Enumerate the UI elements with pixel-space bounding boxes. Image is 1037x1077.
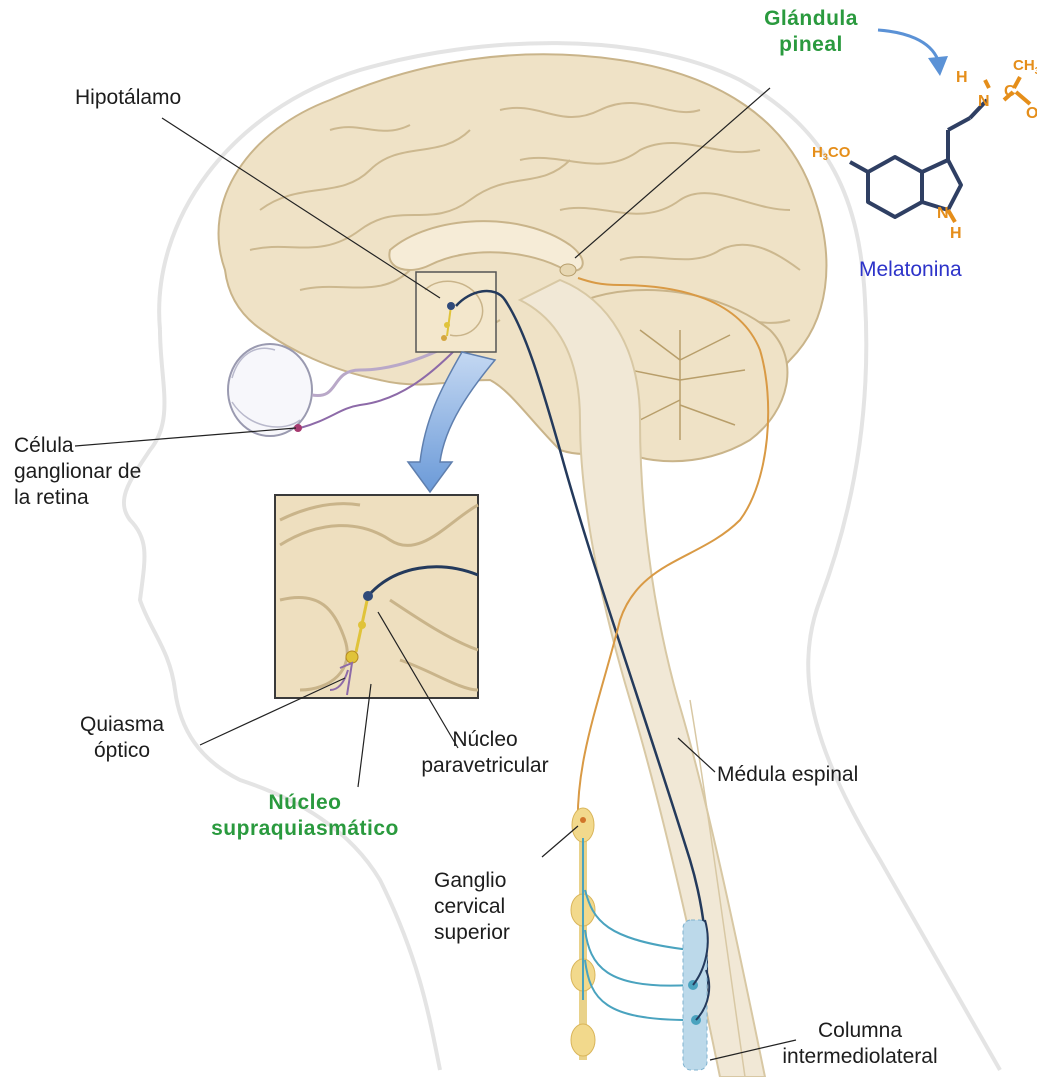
label-celula-line3: la retina [14,485,141,511]
atom-n-ring: N [937,205,949,222]
label-quiasma-line1: Quiasma [80,712,164,738]
label-melatonina: Melatonina [859,257,962,283]
melatonin-atoms: H N C CH3 O H3CO N H [812,57,1037,242]
label-nucleo-sq-line2: supraquiasmático [180,816,430,842]
label-columna-intermediolateral: Columna intermediolateral [760,1018,960,1070]
label-ganglio-line3: superior [434,920,510,946]
label-celula-ganglionar: Célula ganglionar de la retina [14,433,141,511]
atom-h-ring: H [950,225,962,242]
label-hipotalamo: Hipotálamo [75,85,181,111]
label-nucleo-paravetricular: Núcleo paravetricular [410,727,560,779]
label-ganglio-line1: Ganglio [434,868,510,894]
label-ganglio-cervical-superior: Ganglio cervical superior [434,868,510,946]
label-nucleo-pv-line1: Núcleo [410,727,560,753]
label-glandula-line1: Glándula [752,6,870,32]
label-columna-line2: intermediolateral [760,1044,960,1070]
label-quiasma-line2: óptico [80,738,164,764]
atom-h3co: H3CO [812,144,851,162]
label-quiasma-optico: Quiasma óptico [80,712,164,764]
label-columna-line1: Columna [760,1018,960,1044]
pineal-gland [560,264,576,276]
label-nucleo-pv-line2: paravetricular [410,753,560,779]
label-celula-line2: ganglionar de [14,459,141,485]
label-medula-espinal: Médula espinal [717,762,858,788]
label-glandula-line2: pineal [752,32,870,58]
atom-o-right: O [1026,105,1037,122]
label-celula-line1: Célula [14,433,141,459]
pineal-to-melatonin-arrow [878,30,948,76]
zoom-detail-box [275,495,478,698]
label-glandula-pineal: Glándula pineal [752,6,870,58]
atom-h3co-h: H [812,144,823,161]
label-nucleo-sq-line1: Núcleo [180,790,430,816]
atom-n-top: N [978,93,990,110]
label-nucleo-supraquiasmatico: Núcleo supraquiasmático [180,790,430,842]
label-ganglio-line2: cervical [434,894,510,920]
melatonin-molecule [850,77,1030,222]
atom-c-top: C [1004,83,1016,100]
atom-h-top: H [956,69,968,86]
intermediolateral-column [683,920,709,1070]
atom-ch3: CH3 [1013,57,1037,77]
atom-h3co-rest: CO [828,144,851,161]
hypothalamus-box [416,272,496,352]
atom-ch3-main: CH [1013,57,1035,74]
